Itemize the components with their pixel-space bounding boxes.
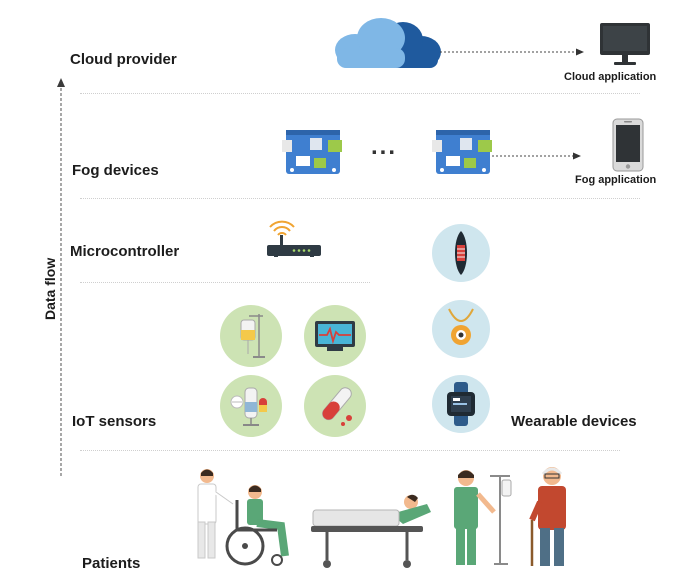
divider-fog-micro	[80, 198, 640, 199]
layer-label-fog-devices: Fog devices	[72, 162, 159, 179]
data-flow-arrow	[57, 78, 65, 476]
pills-icon	[220, 375, 282, 437]
layer-label-cloud-provider: Cloud provider	[70, 51, 177, 68]
fog-to-app-arrow	[492, 152, 581, 160]
fog-application-label: Fog application	[575, 174, 657, 186]
heart-monitor-icon	[304, 305, 366, 367]
bed-patient-icon	[311, 494, 431, 568]
layer-label-patients: Patients	[82, 555, 141, 572]
smartphone-icon	[612, 118, 644, 172]
fog-board-icon	[282, 130, 342, 174]
monitor-icon	[600, 23, 650, 65]
divider-cloud-fog	[80, 93, 640, 94]
wheelchair-patient-icon	[197, 469, 289, 566]
cloud-to-app-arrow	[440, 48, 584, 56]
smart-pill-icon	[432, 224, 490, 282]
cloud-icon	[335, 18, 441, 68]
divider-sensors-patients	[80, 450, 620, 451]
cloud-application-label: Cloud application	[564, 71, 657, 83]
data-flow-label: Data flow	[42, 257, 58, 320]
elderly-patient-icon	[529, 467, 566, 566]
layer-label-iot-sensors: IoT sensors	[72, 413, 157, 430]
test-tube-icon	[304, 375, 366, 437]
fog-board-icon	[432, 130, 492, 174]
pendant-icon	[432, 300, 490, 358]
smartwatch-icon	[432, 375, 490, 433]
layer-label-microcontroller: Microcontroller	[70, 243, 180, 260]
fog-device-separator: ...	[371, 133, 398, 160]
iv-patient-icon	[454, 470, 512, 565]
iv-drip-icon	[220, 305, 282, 367]
layer-label-wearable-devices: Wearable devices	[511, 413, 637, 430]
divider-micro-sensors	[80, 282, 370, 283]
router-icon	[267, 220, 321, 257]
